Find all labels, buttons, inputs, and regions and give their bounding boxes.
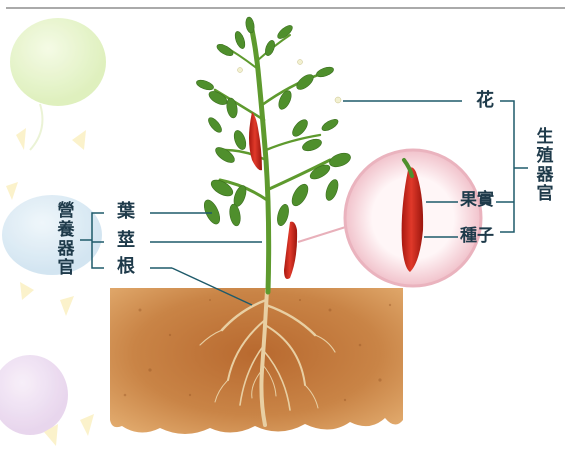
group-vegetative: 營養器官: [56, 202, 76, 278]
pepper-on-plant-lower: [284, 222, 297, 279]
label-stem: 莖: [117, 232, 135, 250]
zoom-pointer: [298, 225, 352, 242]
label-fruit: 果實: [460, 192, 494, 209]
leaves: [195, 16, 352, 226]
label-flower: 花: [476, 92, 494, 110]
label-root: 根: [117, 258, 135, 276]
background-decoration: [0, 18, 106, 446]
soil: [110, 288, 403, 434]
pepper-on-plant-upper: [249, 112, 262, 170]
label-seed: 種子: [460, 228, 494, 245]
label-leaf: 葉: [117, 203, 135, 221]
group-reproductive: 生殖器官: [535, 128, 555, 204]
